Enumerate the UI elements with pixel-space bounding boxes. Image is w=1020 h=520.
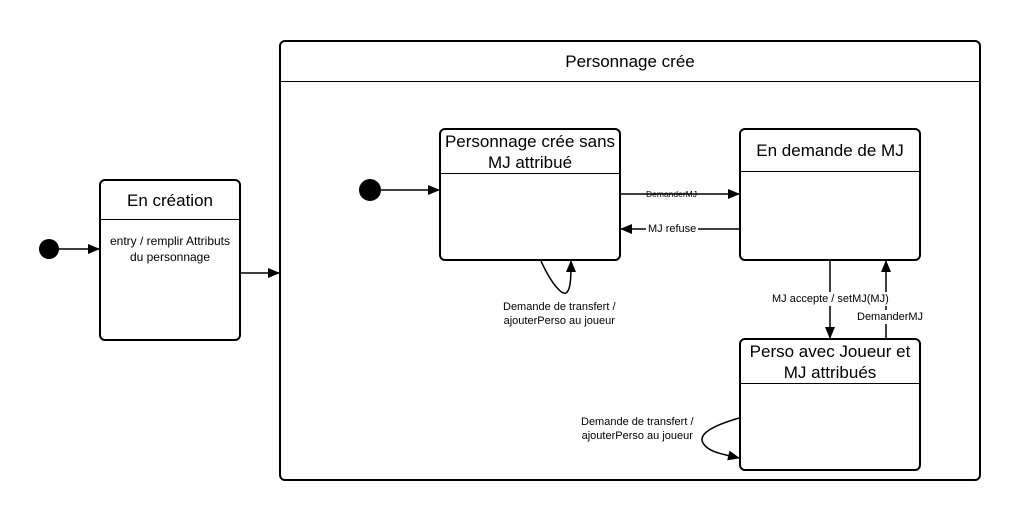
state-en-creation-title: En création — [101, 181, 239, 220]
label-self-loop-sans-mj-line1: Demande de transfert / — [503, 301, 616, 313]
state-perso-title: Perso avec Joueur et MJ attribués — [741, 340, 919, 384]
state-en-demande-de-mj[interactable]: En demande de MJ — [739, 128, 921, 261]
label-demander-mj-right: DemanderMJ — [855, 310, 926, 324]
entry-action-line2: du personnage — [129, 250, 211, 264]
entry-action-line1: entry / remplir Attributs — [109, 234, 231, 248]
state-sans-mj-title-line1: Personnage crée sans — [444, 131, 616, 151]
state-sans-mj-title-line2: MJ attribué — [487, 152, 573, 172]
initial-state-outer — [39, 239, 59, 259]
state-sans-mj-title: Personnage crée sans MJ attribué — [441, 130, 619, 174]
arrow-self-loop-perso[interactable] — [701, 417, 740, 461]
arrow-self-loop-sans-mj[interactable] — [540, 260, 576, 294]
label-demander-mj-top: DemanderMJ — [646, 189, 698, 199]
label-self-loop-perso-line1: Demande de transfert / — [581, 416, 694, 428]
state-personnage-cree-sans-mj[interactable]: Personnage crée sans MJ attribué — [439, 128, 621, 261]
label-self-loop-perso-line2: ajouterPerso au joueur — [581, 430, 693, 442]
initial-state-inner — [359, 179, 381, 201]
state-en-creation[interactable]: En création entry / remplir Attributs du… — [99, 179, 241, 341]
state-perso-avec-joueur-et-mj[interactable]: Perso avec Joueur et MJ attribués — [739, 338, 921, 471]
state-perso-title-line1: Perso avec Joueur et — [749, 341, 911, 361]
state-perso-title-line2: MJ attribués — [783, 362, 877, 382]
state-demande-mj-title: En demande de MJ — [741, 130, 919, 172]
composite-state-title: Personnage crée — [281, 42, 979, 82]
label-mj-accepte: MJ accepte / setMJ(MJ) — [770, 292, 891, 306]
label-mj-refuse: MJ refuse — [646, 222, 699, 236]
state-en-creation-entry: entry / remplir Attributs du personnage — [105, 233, 235, 265]
label-self-loop-perso: Demande de transfert / ajouterPerso au j… — [581, 415, 694, 443]
label-self-loop-sans-mj-line2: ajouterPerso au joueur — [503, 315, 615, 327]
label-self-loop-sans-mj: Demande de transfert / ajouterPerso au j… — [503, 300, 616, 328]
